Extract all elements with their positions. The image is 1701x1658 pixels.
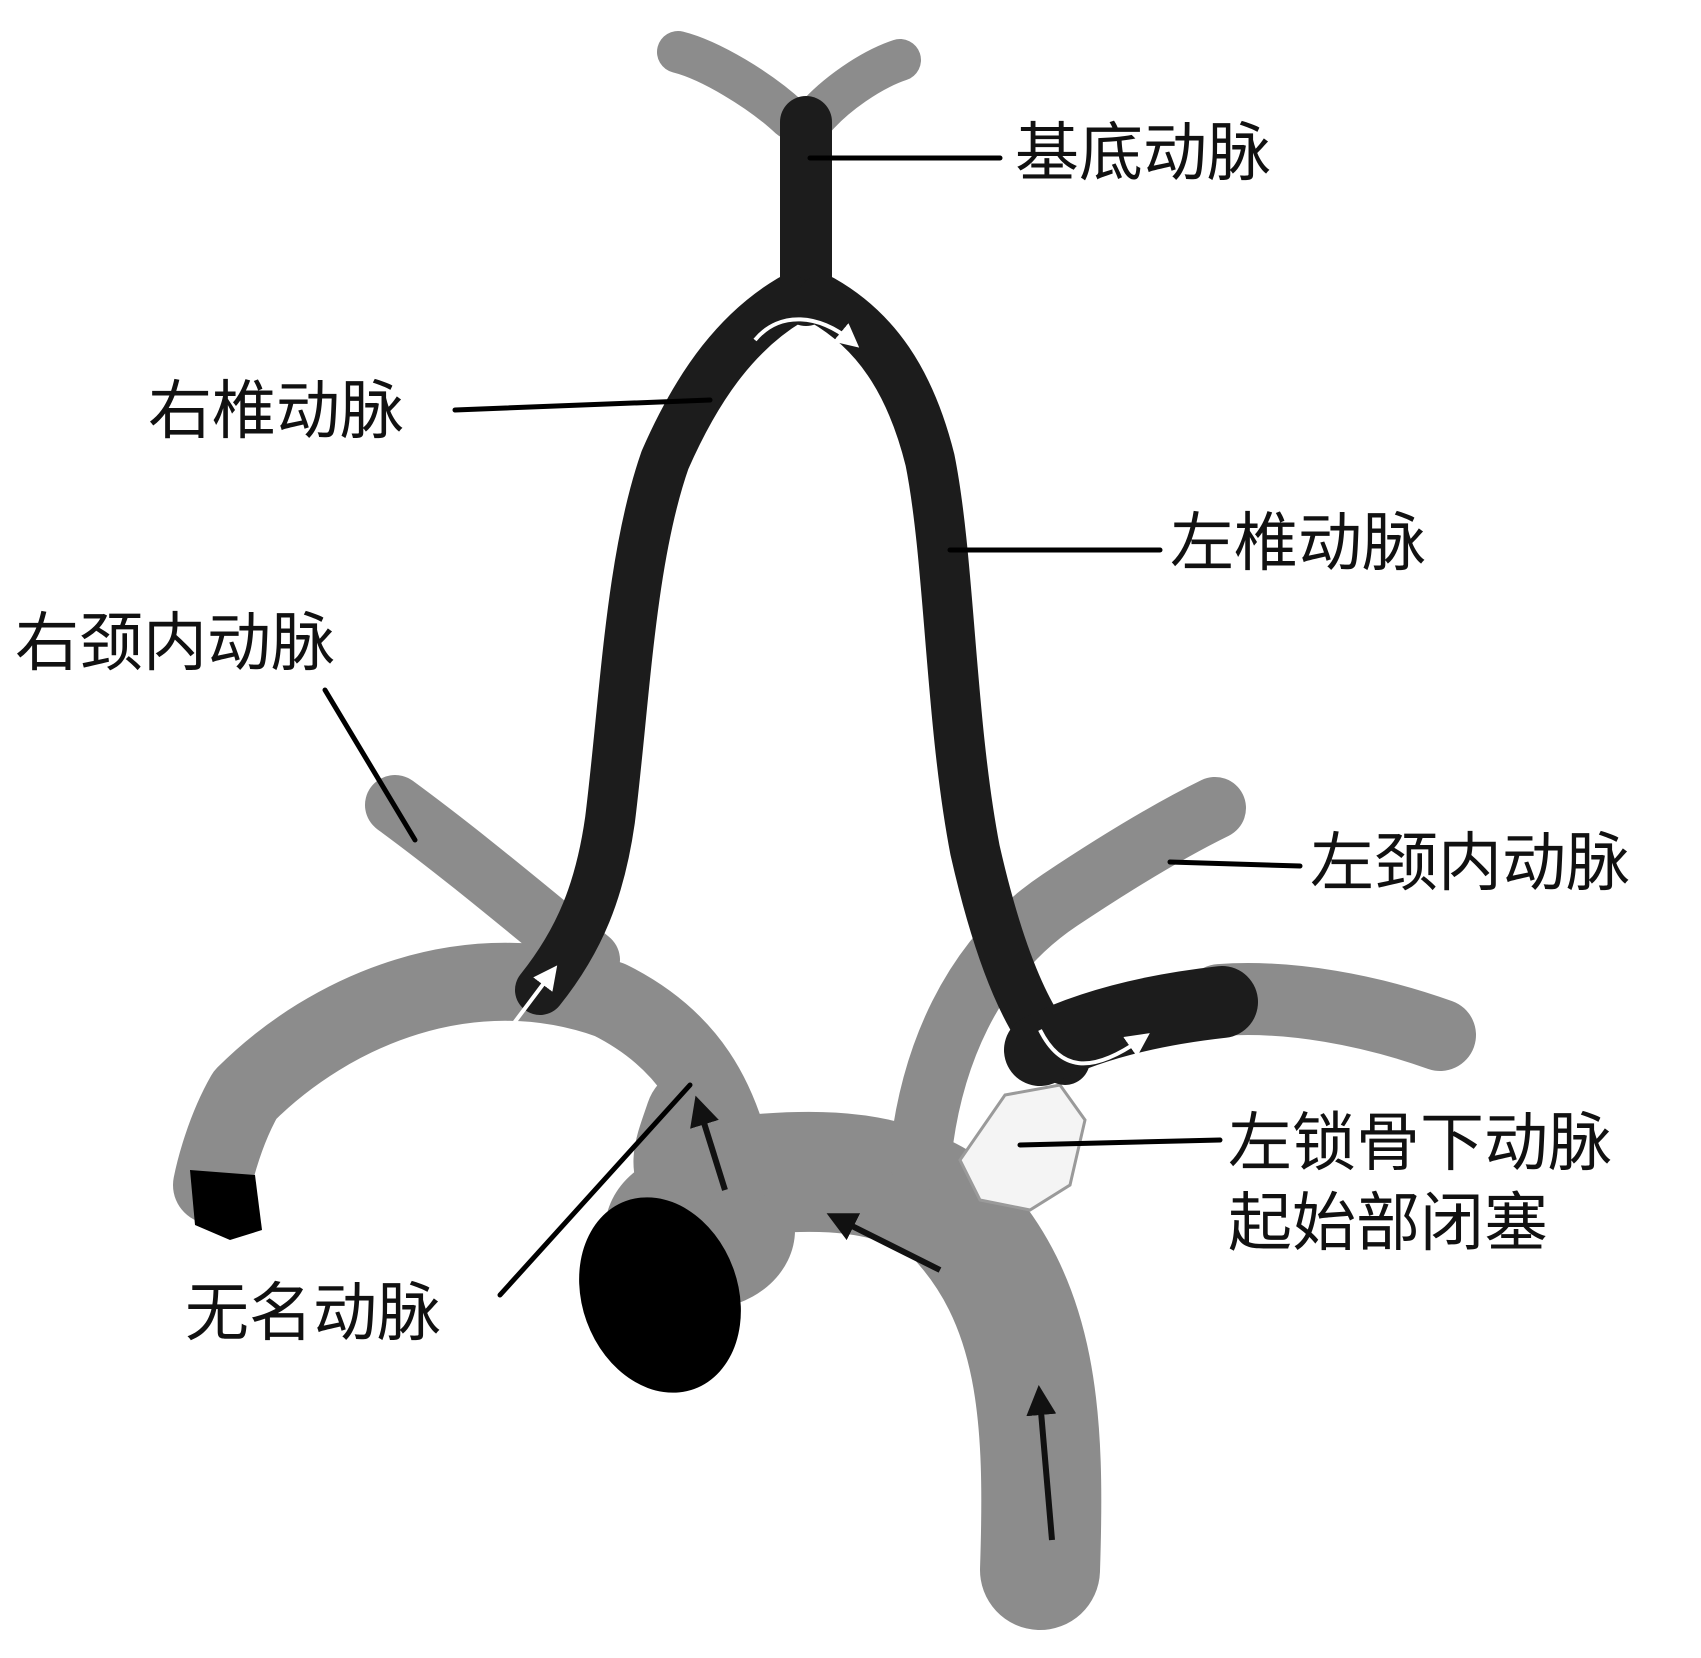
flow-arrows-dark [690, 1095, 1057, 1541]
flow-arrows-light [503, 317, 1150, 1066]
left-vertebral-artery [797, 275, 1090, 1085]
label-left-subclavian-occlusion-line1: 左锁骨下动脉 [1228, 1107, 1612, 1181]
right-vertebral-artery [515, 275, 815, 1015]
label-basilar-artery: 基底动脉 [1015, 117, 1271, 191]
leader-left-internal-carotid [1167, 859, 1303, 869]
aorta-flow-arrow [1026, 1385, 1057, 1541]
leader-lines [322, 155, 1303, 1298]
right-subclavian-cut [190, 1170, 262, 1240]
leader-right-vertebral [452, 397, 713, 413]
innominate-flow-arrow [690, 1095, 728, 1191]
left-subclavian-reversed-segment [1004, 966, 1258, 1086]
label-right-internal-carotid: 右颈内动脉 [15, 607, 335, 681]
aortic-root-cut [579, 1197, 741, 1393]
left-common-carotid [889, 777, 1246, 1191]
leader-innominate [497, 1082, 693, 1298]
arch-flow-arrow [826, 1213, 942, 1273]
label-right-vertebral-artery: 右椎动脉 [148, 375, 404, 449]
occluded-origin [958, 1083, 1087, 1212]
right-vertebral-flow-arrow [503, 965, 558, 1037]
label-left-vertebral-artery: 左椎动脉 [1170, 507, 1426, 581]
leader-left-subclavian-occlusion [1017, 1137, 1223, 1148]
label-left-internal-carotid: 左颈内动脉 [1310, 827, 1630, 901]
innominate-artery [173, 942, 774, 1224]
left-vertebral-outflow-arrow [1038, 1029, 1150, 1066]
label-left-subclavian-occlusion-line2: 起始部闭塞 [1228, 1187, 1548, 1261]
label-innominate-artery: 无名动脉 [185, 1277, 441, 1351]
basilar-crossover-arrow [753, 317, 860, 348]
leader-right-internal-carotid [322, 687, 418, 843]
